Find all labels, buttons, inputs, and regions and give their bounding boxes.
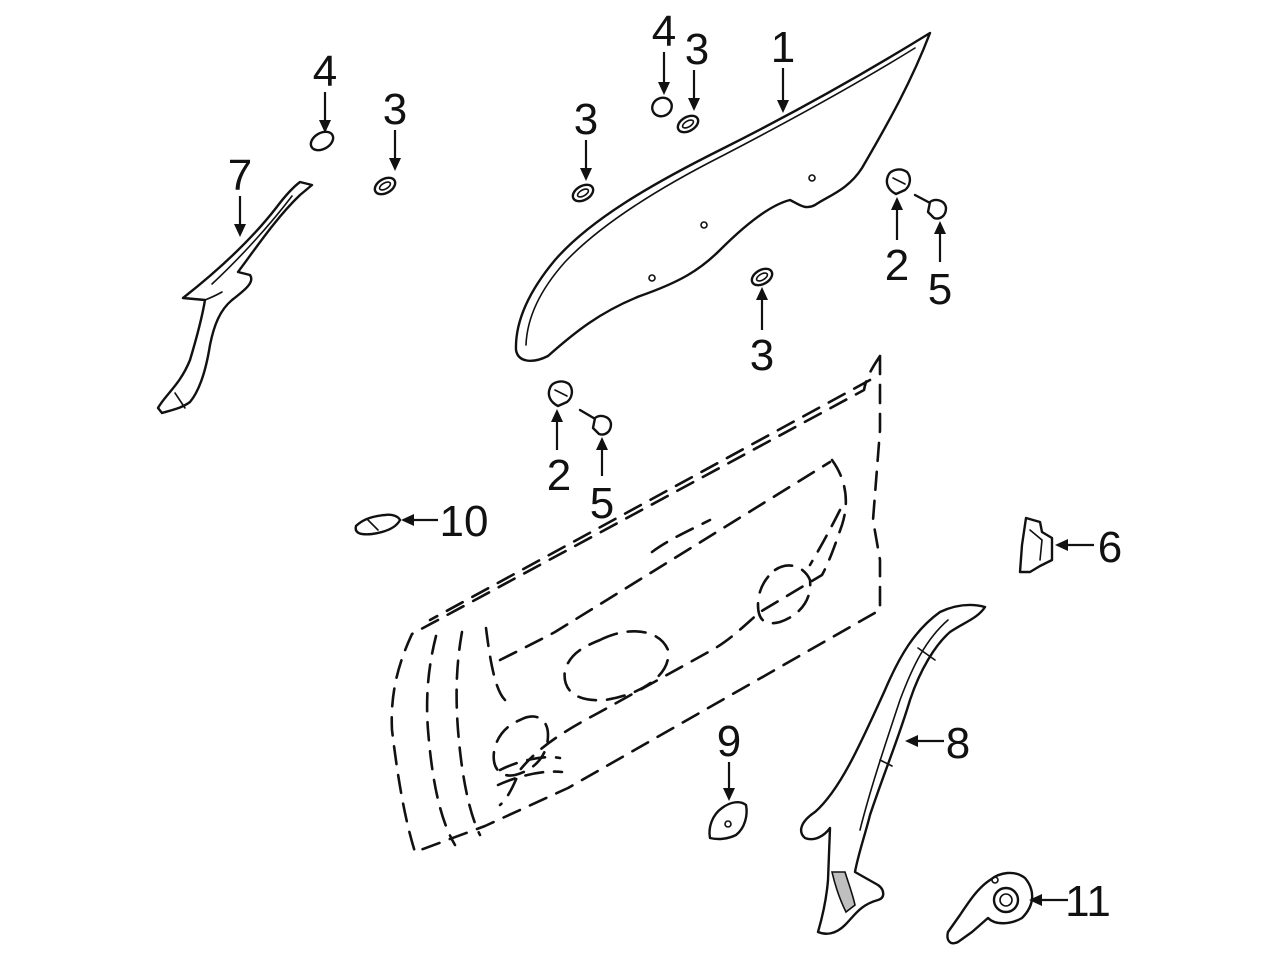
callout-4-left: 4: [313, 47, 337, 96]
bracket-part-9: [708, 800, 748, 841]
bolt-part-5: [578, 193, 948, 436]
grommet-part-3: [373, 114, 774, 287]
callout-3-lower: 3: [750, 331, 774, 380]
callout-3-top: 3: [685, 25, 709, 74]
callout-11: 11: [1065, 877, 1111, 926]
callout-10: 10: [440, 497, 489, 546]
callout-1: 1: [771, 23, 795, 72]
leader-lines: [234, 52, 1094, 906]
callout-5-lower: 5: [590, 479, 614, 528]
cap-part-4: [309, 96, 673, 152]
callout-2-lower: 2: [547, 451, 571, 500]
regulator-motor: [946, 871, 1034, 945]
guide-part-2: [547, 168, 912, 408]
door-glass: [514, 31, 932, 362]
rear-quarter-trim: [799, 603, 987, 935]
door-shell-outline: [390, 354, 882, 854]
callout-4-top: 4: [652, 7, 676, 56]
front-pillar-trim: [156, 180, 314, 415]
callout-7: 7: [228, 151, 252, 200]
callout-2-right: 2: [885, 241, 909, 290]
callout-labels: 1 4 3 3 4 3 7 3 2 5 2 5 10 6 8 9 11: [228, 7, 1122, 926]
clip-part-10: [354, 513, 402, 536]
callout-9: 9: [717, 717, 741, 766]
callout-3-mid: 3: [574, 95, 598, 144]
callout-5-right: 5: [928, 265, 952, 314]
callout-6: 6: [1098, 523, 1122, 572]
callout-8: 8: [946, 719, 970, 768]
clip-part-6: [1018, 516, 1054, 574]
callout-3-left: 3: [383, 85, 407, 134]
